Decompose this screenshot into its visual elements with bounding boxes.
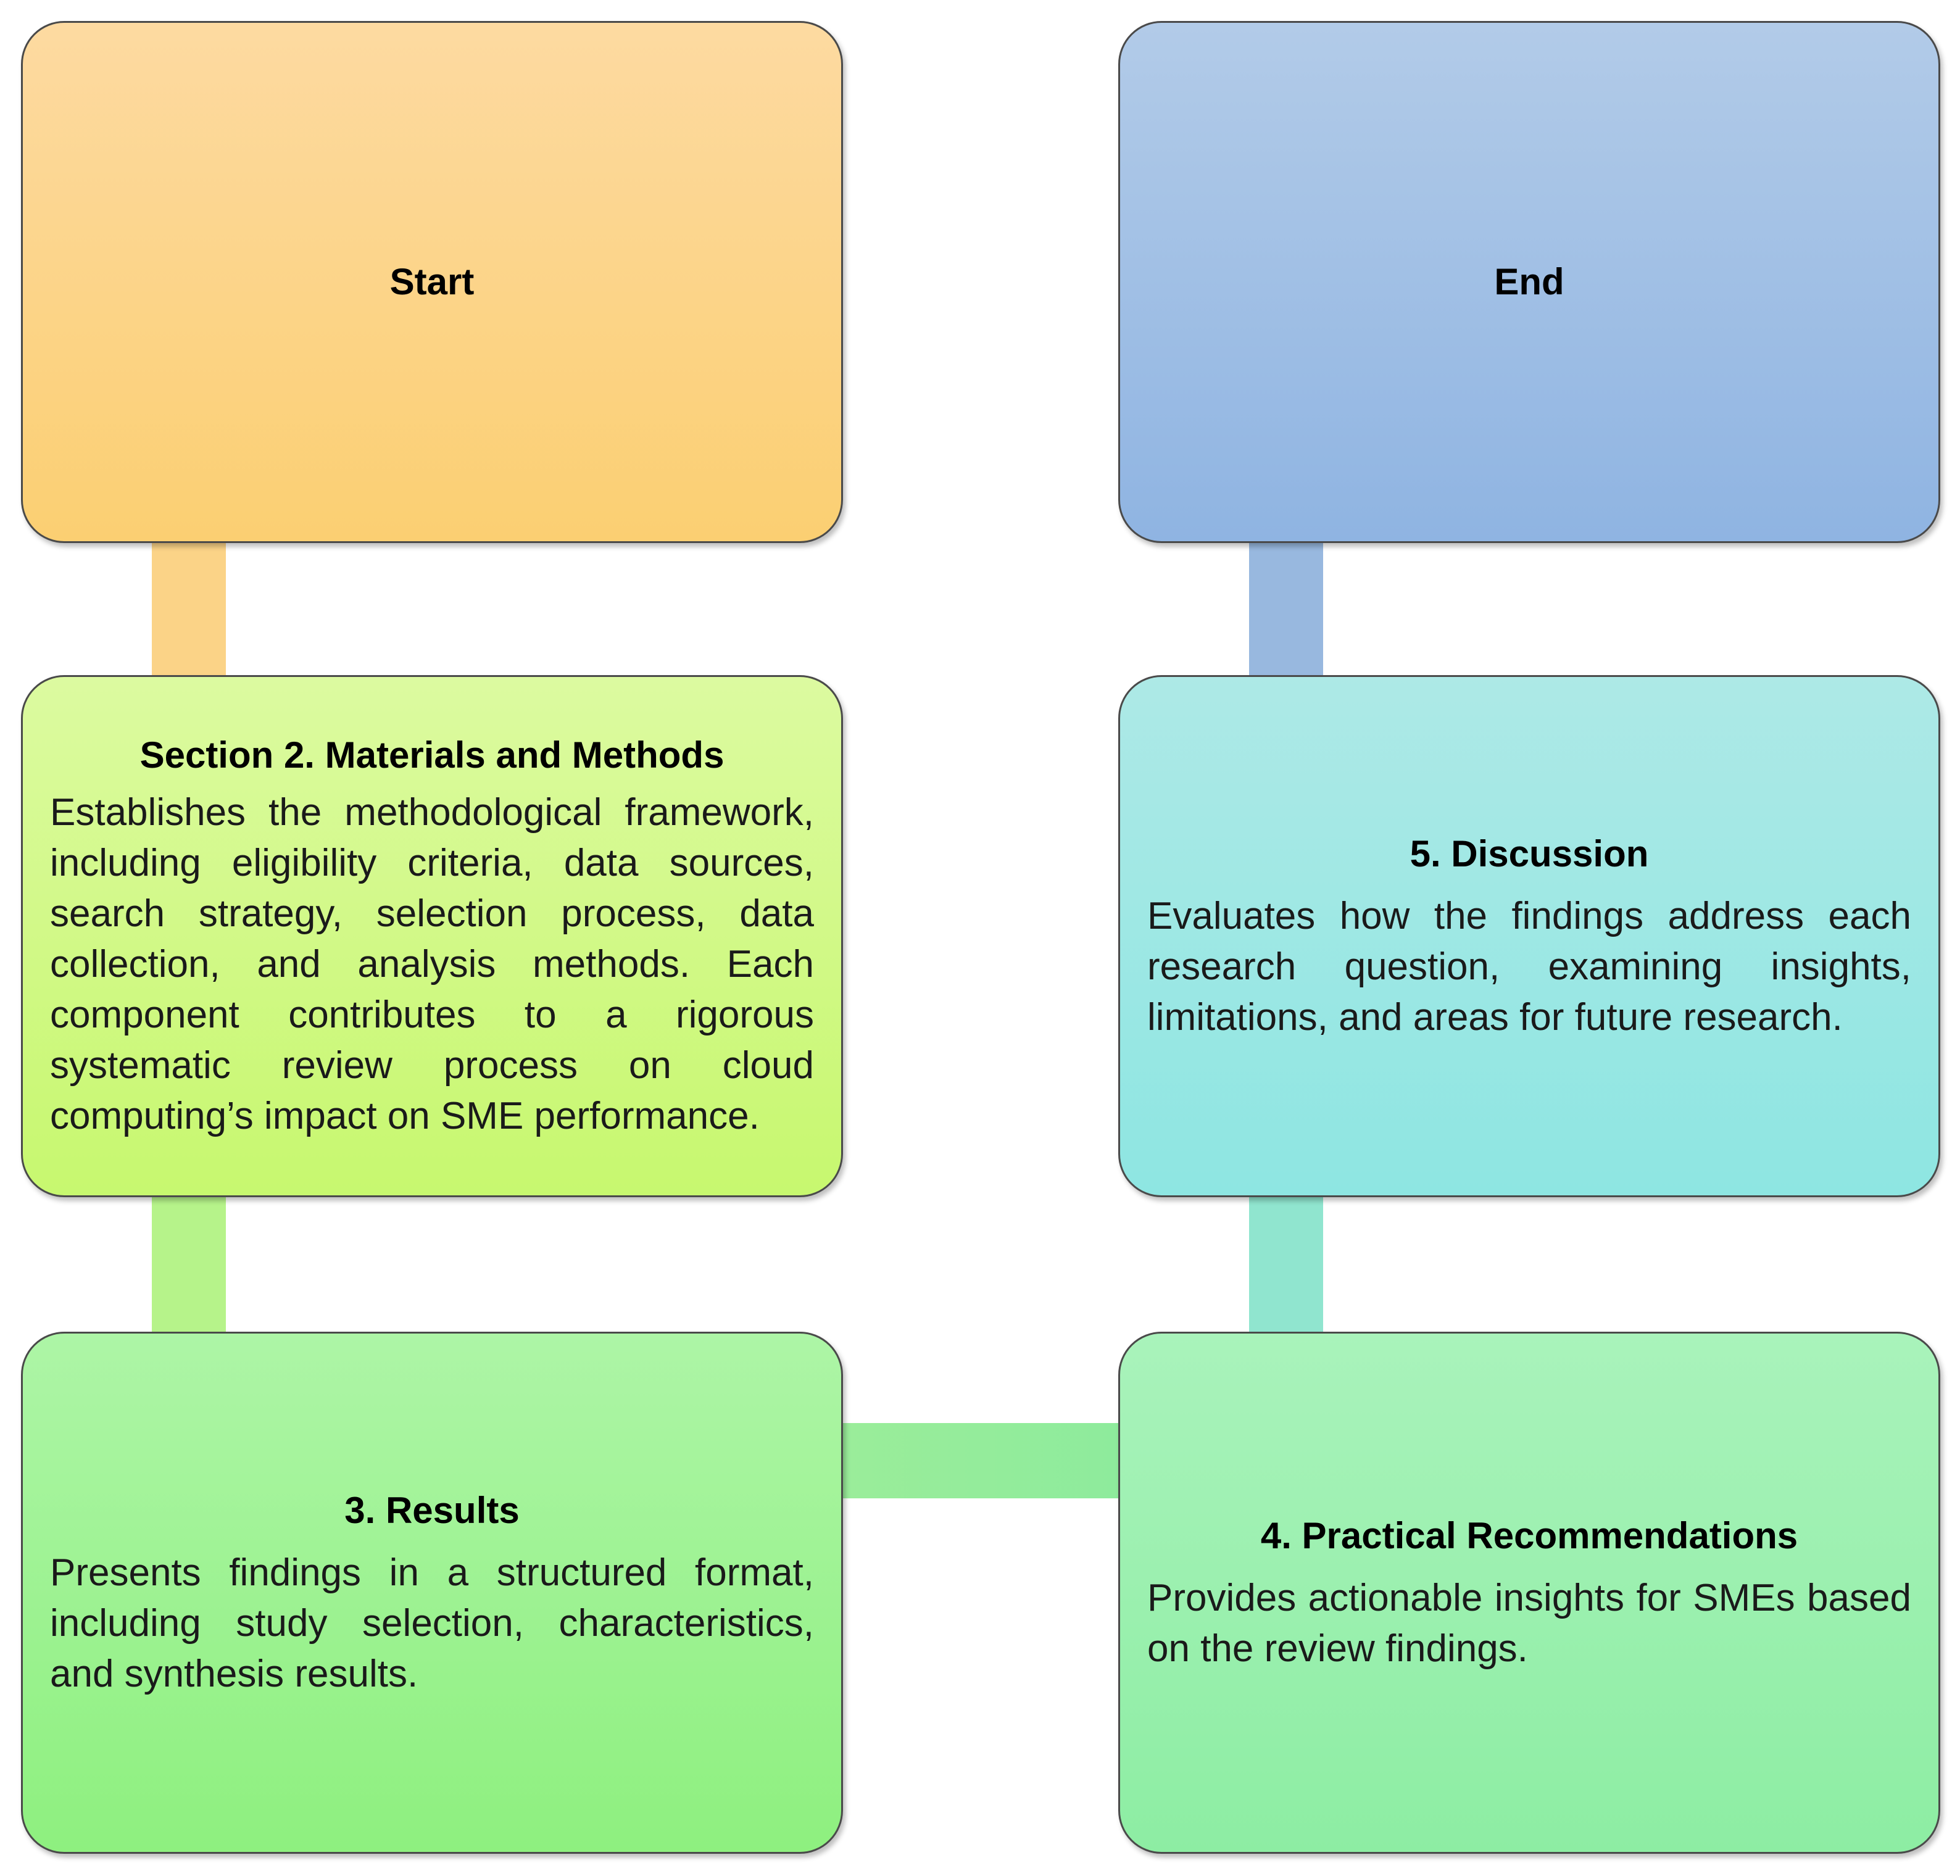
connector-methods-to-results — [152, 1197, 226, 1333]
start-title: Start — [389, 261, 475, 302]
methods-title: Section 2. Materials and Methods — [139, 734, 725, 776]
practical-title: 4. Practical Recommendations — [1260, 1515, 1798, 1556]
end-title: End — [1494, 261, 1564, 302]
discussion-body: Evaluates how the findings address each … — [1147, 895, 1911, 1039]
discussion-title: 5. Discussion — [1410, 833, 1649, 874]
practical-body: Provides actionable insights for SMEs ba… — [1147, 1577, 1911, 1670]
results-box: 3. Results Presents findings in a struct… — [21, 1332, 843, 1854]
end-box: End — [1118, 21, 1940, 543]
discussion-box: 5. Discussion Evaluates how the findings… — [1118, 675, 1940, 1197]
connector-start-to-methods — [152, 543, 226, 679]
connector-practical-to-discussion — [1249, 1197, 1323, 1333]
methods-body: Establishes the methodological framework… — [50, 791, 814, 1137]
connector-discussion-to-end — [1249, 543, 1323, 679]
start-box: Start — [21, 21, 843, 543]
results-title: 3. Results — [344, 1490, 520, 1531]
practical-box: 4. Practical Recommendations Provides ac… — [1118, 1332, 1940, 1854]
connector-results-to-practical — [843, 1423, 1119, 1498]
results-body: Presents findings in a structured format… — [50, 1551, 814, 1695]
methods-box: Section 2. Materials and Methods Establi… — [21, 675, 843, 1197]
